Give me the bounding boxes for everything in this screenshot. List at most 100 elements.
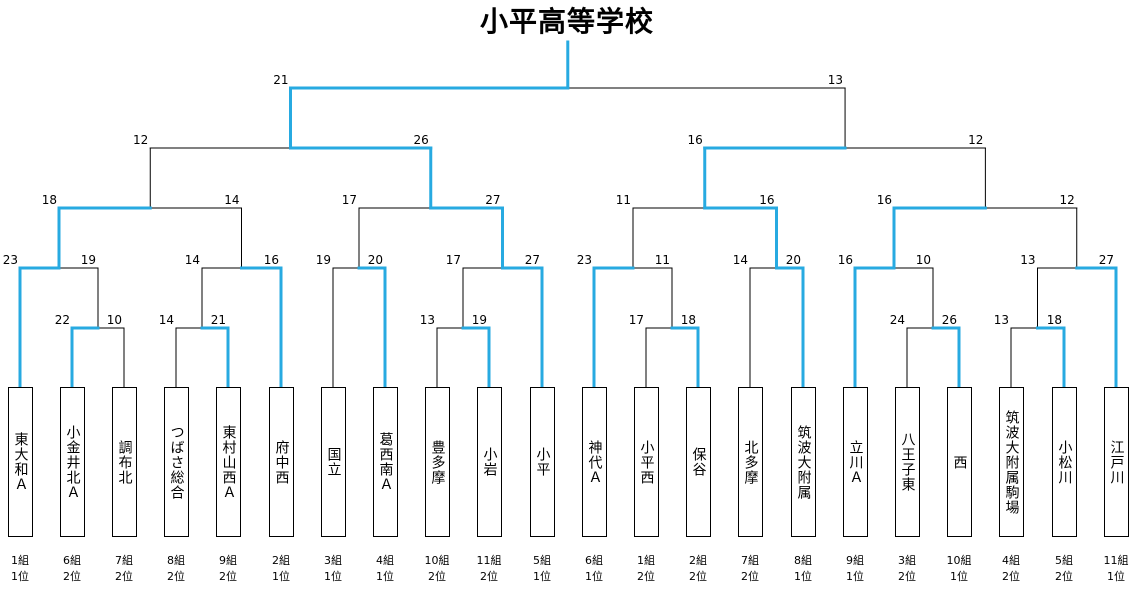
team-name: 江戸川 bbox=[1108, 439, 1125, 485]
place-label: 1位 bbox=[533, 570, 551, 583]
group-label: 2組 bbox=[272, 554, 290, 567]
score-label: 17 bbox=[629, 313, 644, 327]
team-box: 江戸川 bbox=[1103, 387, 1129, 537]
team-name: 北多摩 bbox=[742, 439, 759, 485]
place-label: 2位 bbox=[898, 570, 916, 583]
score-label: 14 bbox=[159, 313, 174, 327]
team-name: 小松川 bbox=[1056, 439, 1073, 485]
team-box: 筑波大附属駒場 bbox=[998, 387, 1024, 537]
place-label: 1位 bbox=[376, 570, 394, 583]
team-name: 小金井北Ａ bbox=[64, 424, 81, 500]
team-box: つばさ総合 bbox=[163, 387, 189, 537]
team-name: 小岩 bbox=[481, 447, 498, 477]
team-name: 立川Ａ bbox=[847, 439, 864, 485]
team-box: 東村山西Ａ bbox=[215, 387, 241, 537]
team-name: 西 bbox=[951, 454, 968, 470]
score-label: 26 bbox=[413, 133, 428, 147]
place-label: 2位 bbox=[689, 570, 707, 583]
score-label: 27 bbox=[485, 193, 500, 207]
team-box: 八王子東 bbox=[894, 387, 920, 537]
group-label: 5組 bbox=[533, 554, 551, 567]
score-label: 19 bbox=[472, 313, 487, 327]
place-label: 1位 bbox=[846, 570, 864, 583]
score-label: 17 bbox=[342, 193, 357, 207]
place-label: 2位 bbox=[115, 570, 133, 583]
team-name: 東村山西Ａ bbox=[220, 424, 237, 500]
losing-lines bbox=[58, 87, 1078, 388]
team-box: 筑波大附属 bbox=[790, 387, 816, 537]
team-box: 小松川 bbox=[1051, 387, 1077, 537]
score-label: 10 bbox=[107, 313, 122, 327]
score-label: 13 bbox=[420, 313, 435, 327]
team-box: 東大和Ａ bbox=[7, 387, 33, 537]
score-label: 18 bbox=[42, 193, 57, 207]
team-name: 筑波大附属駒場 bbox=[1003, 409, 1020, 515]
group-label: 5組 bbox=[1055, 554, 1073, 567]
score-label: 16 bbox=[759, 193, 774, 207]
score-label: 12 bbox=[968, 133, 983, 147]
score-label: 10 bbox=[916, 253, 931, 267]
team-name: 府中西 bbox=[273, 439, 290, 485]
score-label: 11 bbox=[655, 253, 670, 267]
group-label: 7組 bbox=[115, 554, 133, 567]
group-label: 6組 bbox=[585, 554, 603, 567]
place-label: 2位 bbox=[480, 570, 498, 583]
place-label: 1位 bbox=[585, 570, 603, 583]
score-label: 21 bbox=[211, 313, 226, 327]
score-label: 27 bbox=[525, 253, 540, 267]
place-label: 2位 bbox=[428, 570, 446, 583]
team-name: 八王子東 bbox=[899, 432, 916, 492]
score-label: 20 bbox=[786, 253, 801, 267]
group-label: 9組 bbox=[219, 554, 237, 567]
place-label: 1位 bbox=[794, 570, 812, 583]
team-box: 神代Ａ bbox=[581, 387, 607, 537]
place-label: 2位 bbox=[167, 570, 185, 583]
score-label: 13 bbox=[1020, 253, 1035, 267]
score-label: 13 bbox=[828, 73, 843, 87]
place-label: 2位 bbox=[219, 570, 237, 583]
place-label: 1位 bbox=[950, 570, 968, 583]
team-box: 小岩 bbox=[476, 387, 502, 537]
group-label: 11組 bbox=[1103, 554, 1129, 567]
group-label: 6組 bbox=[63, 554, 81, 567]
winning-lines bbox=[18, 40, 1118, 389]
score-label: 14 bbox=[224, 193, 239, 207]
group-label: 2組 bbox=[689, 554, 707, 567]
team-box: 国立 bbox=[320, 387, 346, 537]
team-name: 豊多摩 bbox=[429, 439, 446, 485]
score-label: 12 bbox=[1059, 193, 1074, 207]
group-label: 4組 bbox=[376, 554, 394, 567]
place-label: 2位 bbox=[63, 570, 81, 583]
team-box: 調布北 bbox=[111, 387, 137, 537]
score-label: 27 bbox=[1099, 253, 1114, 267]
place-label: 1位 bbox=[1107, 570, 1125, 583]
score-label: 18 bbox=[1047, 313, 1062, 327]
score-label: 20 bbox=[368, 253, 383, 267]
place-label: 1位 bbox=[11, 570, 29, 583]
group-label: 3組 bbox=[898, 554, 916, 567]
team-box: 保谷 bbox=[685, 387, 711, 537]
place-label: 1位 bbox=[272, 570, 290, 583]
score-label: 21 bbox=[273, 73, 288, 87]
team-box: 府中西 bbox=[268, 387, 294, 537]
team-name: 小平西 bbox=[638, 439, 655, 485]
team-name: 国立 bbox=[325, 447, 342, 477]
score-label: 19 bbox=[316, 253, 331, 267]
